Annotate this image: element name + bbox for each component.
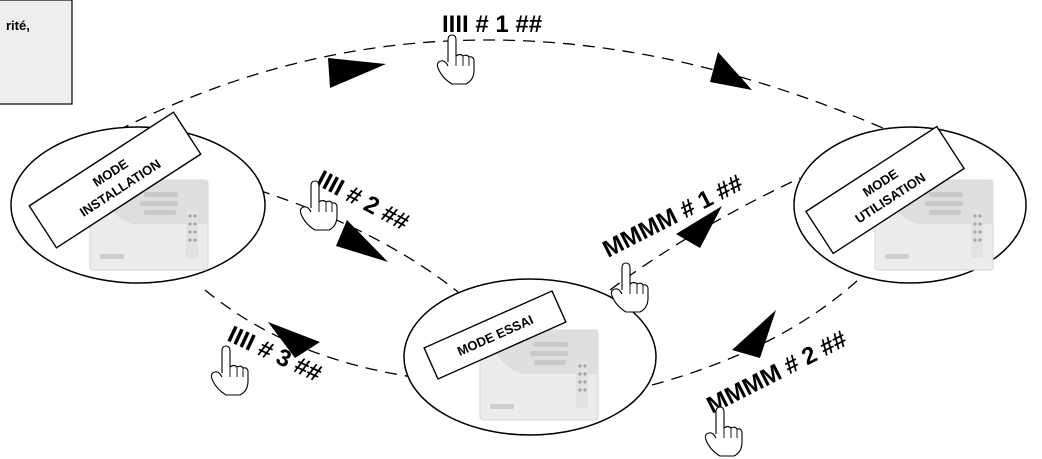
hand-pointer-icon: [436, 34, 475, 85]
arrow-utilisation-to-essai: [732, 310, 776, 358]
hand-pointer-icon: [704, 406, 743, 457]
connector-essai-to-installation: [204, 289, 421, 379]
note-box: rité,: [0, 0, 73, 105]
code-utilisation-to-essai: MMMM # 2 ##: [702, 326, 851, 420]
mode-essai-node: MODE ESSAI: [403, 278, 657, 436]
mode-utilisation-node: MODE UTILISATION: [793, 125, 1027, 284]
code-top: IIII # 1 ##: [442, 11, 542, 38]
hand-pointer-icon: [610, 262, 649, 313]
arrow-installation-to-essai: [336, 220, 388, 262]
direction-arrows: [268, 52, 776, 358]
arrow-top-right: [710, 52, 752, 90]
note-text: rité,: [6, 18, 30, 33]
connector-installation-to-essai: [257, 189, 459, 293]
arrow-essai-to-utilisation: [676, 206, 722, 248]
mode-installation-node: MODE INSTALLATION: [10, 111, 266, 284]
arrow-top-left: [328, 58, 386, 88]
connector-installation-to-utilisation: [99, 39, 911, 141]
arrow-essai-to-installation: [268, 322, 320, 358]
code-essai-to-utilisation: MMMM # 1 ##: [598, 170, 747, 264]
connector-utilisation-to-essai: [651, 279, 859, 386]
